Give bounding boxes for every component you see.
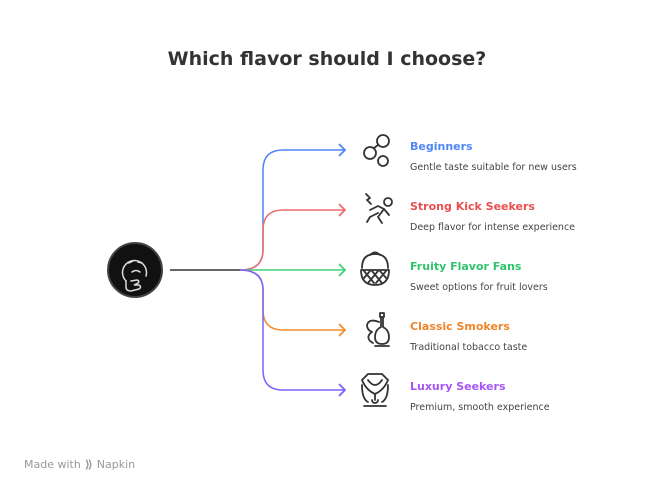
thinking-face-icon	[121, 259, 148, 292]
arrow-head-icon	[338, 143, 347, 157]
branch-label: Luxury Seekers	[410, 380, 506, 393]
center-node	[107, 242, 163, 298]
branch-connector	[239, 269, 345, 331]
branch-description: Premium, smooth experience	[410, 402, 550, 413]
arrow-head-icon	[338, 323, 347, 337]
necklace-icon	[361, 373, 389, 407]
branch-label: Fruity Flavor Fans	[410, 260, 522, 273]
hookah-icon	[366, 312, 390, 347]
shocked-person-icon	[365, 193, 393, 224]
molecule-icon	[363, 134, 390, 167]
branch-description: Sweet options for fruit lovers	[410, 282, 548, 293]
arrow-head-icon	[338, 203, 347, 217]
fruit-basket-icon	[360, 251, 390, 286]
branch-description: Traditional tobacco taste	[410, 342, 528, 353]
branch-label: Classic Smokers	[410, 320, 510, 333]
branch-description: Gentle taste suitable for new users	[410, 162, 577, 173]
branch-label: Strong Kick Seekers	[410, 200, 535, 213]
branch-label: Beginners	[410, 140, 473, 153]
footer-attribution[interactable]: Made with ⟫ Napkin	[24, 458, 135, 471]
napkin-logo-icon: ⟫	[84, 458, 93, 471]
branch-connector	[239, 269, 345, 391]
footer-text: Made with	[24, 458, 81, 471]
branch-connector	[239, 209, 345, 271]
arrow-head-icon	[338, 383, 347, 397]
diagram-title: Which flavor should I choose?	[167, 48, 487, 70]
branch-description: Deep flavor for intense experience	[410, 222, 576, 233]
arrow-head-icon	[338, 263, 347, 277]
footer-brand: Napkin	[96, 458, 136, 471]
